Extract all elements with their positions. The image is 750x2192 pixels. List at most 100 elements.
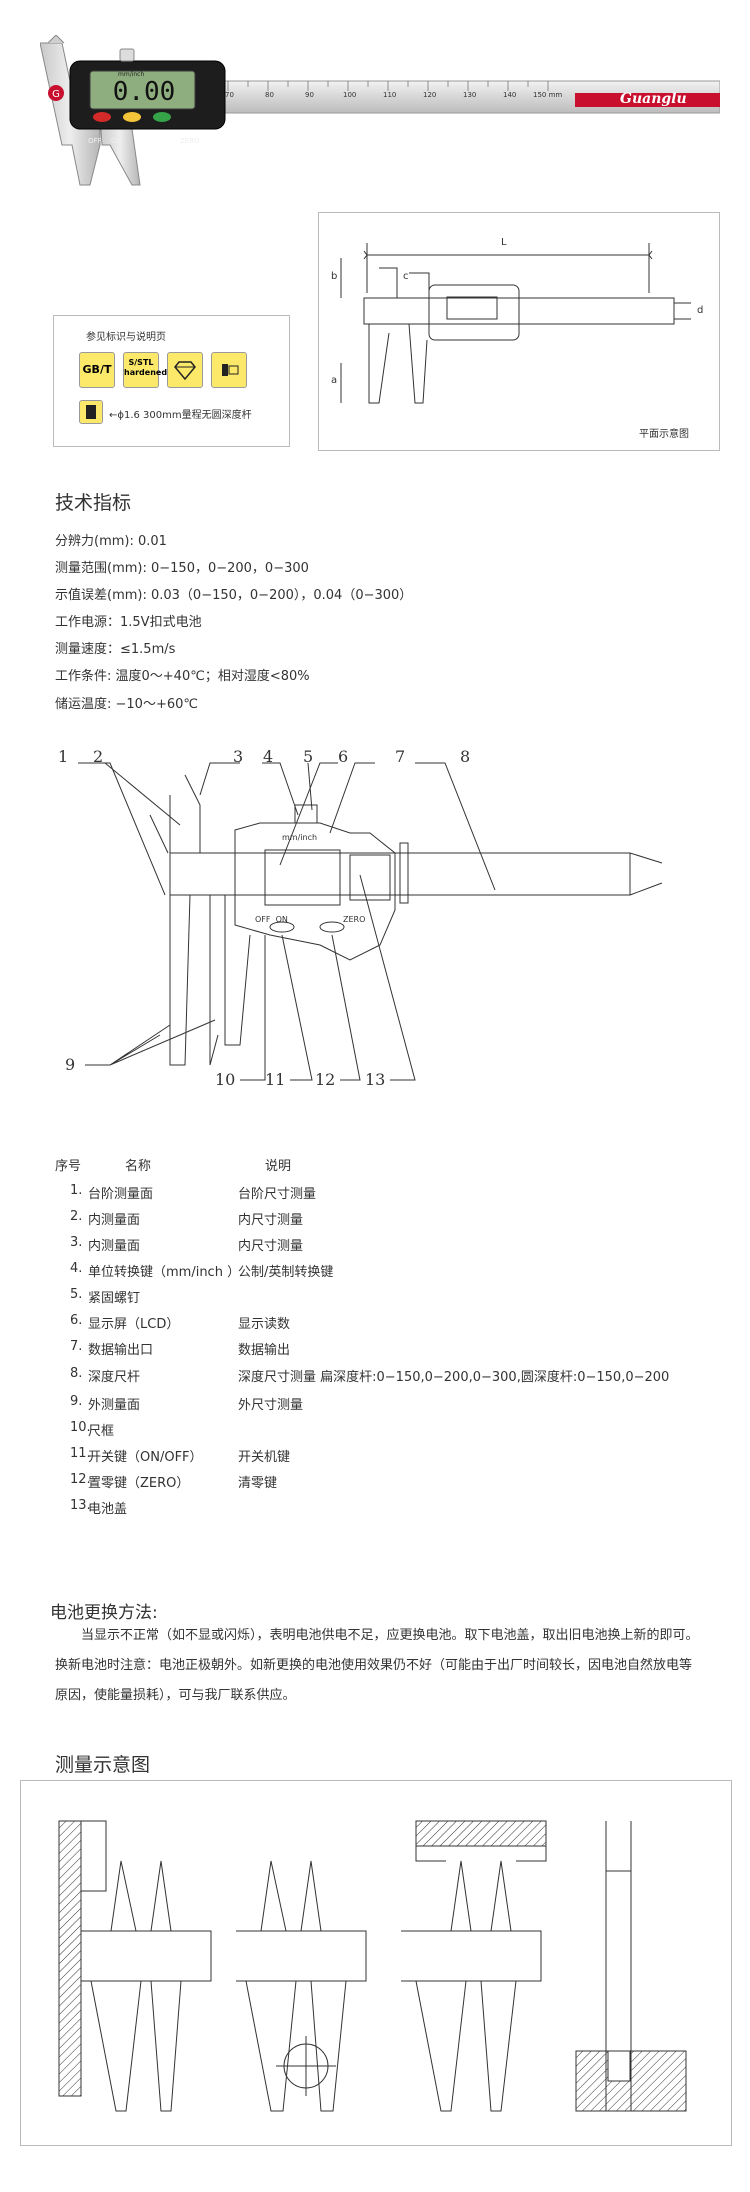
cell-name: 外测量面 (88, 1398, 141, 1413)
scale-number: 110 (383, 91, 397, 99)
cell-desc: 内尺寸测量 (238, 1213, 304, 1228)
part-number-7: 7 (395, 747, 406, 766)
cell-no: 2. (70, 1209, 83, 1224)
spec-row: 测量范围(mm): 0−150，0−200，0−300 (55, 561, 309, 576)
header-no: 序号 (55, 1159, 82, 1174)
photo-zero-label: ZERO (180, 137, 200, 145)
parts-diagram-drawing (78, 762, 663, 1081)
spec-row: 分辨力(mm): 0.01 (55, 534, 167, 549)
photo-mode-label: mm/inch (118, 71, 145, 78)
legend-title: 参见标识与说明页 (86, 332, 166, 343)
scale-number: 90 (305, 91, 314, 99)
cell-no: 12. (70, 1472, 91, 1487)
cell-name: 电池盖 (88, 1502, 128, 1517)
battery-title: 电池更换方法: (50, 1603, 158, 1623)
cell-no: 6. (70, 1313, 83, 1328)
scale-number: 70 (225, 91, 234, 99)
cell-name: 置零键（ZERO） (88, 1476, 190, 1491)
header-desc: 说明 (265, 1159, 292, 1174)
part-number-11: 11 (265, 1070, 286, 1089)
spec-row: 工作电源：1.5V扣式电池 (55, 615, 202, 630)
scale-number: 80 (265, 91, 274, 99)
measure-title: 测量示意图 (55, 1754, 151, 1776)
cell-desc: 内尺寸测量 (238, 1239, 304, 1254)
part-number-8: 8 (460, 747, 471, 766)
cell-no: 10. (70, 1420, 91, 1435)
parts-diagram: 1 2 3 4 5 6 7 8 9 10 11 12 13 mm/inch OF… (50, 735, 690, 1105)
diamond-badge (167, 352, 203, 388)
diamond-icon (174, 361, 196, 381)
dim-label-a: a (331, 375, 338, 386)
specs-title: 技术指标 (55, 492, 132, 514)
cell-desc: 开关机键 (238, 1450, 291, 1465)
part-number-2: 2 (93, 747, 104, 766)
part-number-1: 1 (58, 747, 69, 766)
schematic-drawing (340, 243, 691, 404)
depth-rod-icon (86, 405, 96, 419)
cell-no: 3. (70, 1235, 83, 1250)
cell-desc: 深度尺寸测量 扁深度杆:0−150,0−200,0−300,圆深度杆:0−150… (238, 1370, 670, 1385)
part-number-4: 4 (263, 747, 274, 766)
spec-row: 示值误差(mm): 0.03（0−150，0−200），0.04（0−300） (55, 588, 413, 603)
lcd-reading: 0.00 (112, 77, 176, 107)
depth-rod-badge (79, 400, 103, 424)
schematic-caption: 平面示意图 (639, 429, 689, 440)
dim-label-l: L (501, 237, 507, 248)
scale-number: 100 (343, 91, 357, 99)
scale-number: 130 (463, 91, 477, 99)
cell-name: 单位转换键（mm/inch ） (88, 1265, 241, 1280)
dim-label-b: b (331, 271, 338, 282)
cell-name: 内测量面 (88, 1213, 141, 1228)
part-number-10: 10 (215, 1070, 236, 1089)
cell-no: 1. (70, 1183, 83, 1198)
cell-desc: 公制/英制转换键 (238, 1265, 334, 1280)
part-number-12: 12 (315, 1070, 336, 1089)
depth-note: ←ϕ1.6 300mm量程无圆深度杆 (109, 410, 252, 421)
scale-number: 120 (423, 91, 437, 99)
scale-number: 150 mm (533, 91, 563, 99)
caliper-photo: G 0.00 mm/inch OFF ON ZERO 70 80 90 100 … (39, 34, 721, 195)
cell-name: 内测量面 (88, 1239, 141, 1254)
battery-line-1: 当显示不正常（如不显或闪烁），表明电池供电不足，应更换电池。取下电池盖，取出旧电… (81, 1628, 699, 1643)
cell-no: 8. (70, 1366, 83, 1381)
cell-no: 9. (70, 1394, 83, 1409)
cell-name: 尺框 (88, 1424, 115, 1439)
cell-name: 深度尺杆 (88, 1370, 141, 1385)
cell-name: 台阶测量面 (88, 1187, 154, 1202)
cell-no: 13. (70, 1498, 91, 1513)
svg-text:G: G (52, 89, 60, 100)
rod-icon (222, 364, 239, 376)
header-name: 名称 (125, 1159, 152, 1174)
cell-name: 数据输出口 (88, 1343, 154, 1358)
scale-number: 140 (503, 91, 517, 99)
cell-no: 4. (70, 1261, 83, 1276)
battery-line-2: 换新电池时注意：电池正极朝外。如新更换的电池使用效果仍不好（可能由于出厂时间较长… (55, 1658, 693, 1673)
caliper-photo-drawing: G (39, 34, 721, 186)
diagram-off-on-label: OFF ON (255, 915, 288, 924)
cell-no: 7. (70, 1339, 83, 1354)
legend-box: 参见标识与说明页 GB/T S/STL hardened ←ϕ1.6 300mm… (53, 315, 290, 447)
cell-name: 开关键（ON/OFF） (88, 1450, 203, 1465)
measure-box (20, 1780, 732, 2146)
spec-row: 工作条件: 温度0～+40℃；相对湿度<80% (55, 669, 310, 684)
beam-scale: 70 80 90 100 110 120 130 140 150 mm (225, 91, 562, 101)
s-stl-badge: S/STL hardened (123, 352, 167, 388)
brand-logo: Guanglu (620, 91, 687, 107)
part-number-6: 6 (338, 747, 349, 766)
spec-row: 储运温度: −10～+60℃ (55, 697, 198, 712)
photo-off-label: OFF (88, 137, 102, 145)
cell-name: 紧固螺钉 (88, 1291, 141, 1306)
part-number-9: 9 (65, 1055, 76, 1074)
part-number-13: 13 (365, 1070, 386, 1089)
battery-line-3: 原因，使能量损耗），可与我厂联系供应。 (55, 1688, 296, 1703)
photo-on-label: ON (111, 137, 122, 145)
cell-desc: 清零键 (238, 1476, 278, 1491)
gbt-badge: GB/T (79, 352, 115, 388)
diagram-zero-label: ZERO (343, 915, 366, 924)
cell-desc: 台阶尺寸测量 (238, 1187, 317, 1202)
schematic-box: L b c a d 平面示意图 (318, 212, 720, 451)
spec-row: 测量速度：≤1.5m/s (55, 642, 176, 657)
part-number-3: 3 (233, 747, 244, 766)
cell-desc: 外尺寸测量 (238, 1398, 304, 1413)
